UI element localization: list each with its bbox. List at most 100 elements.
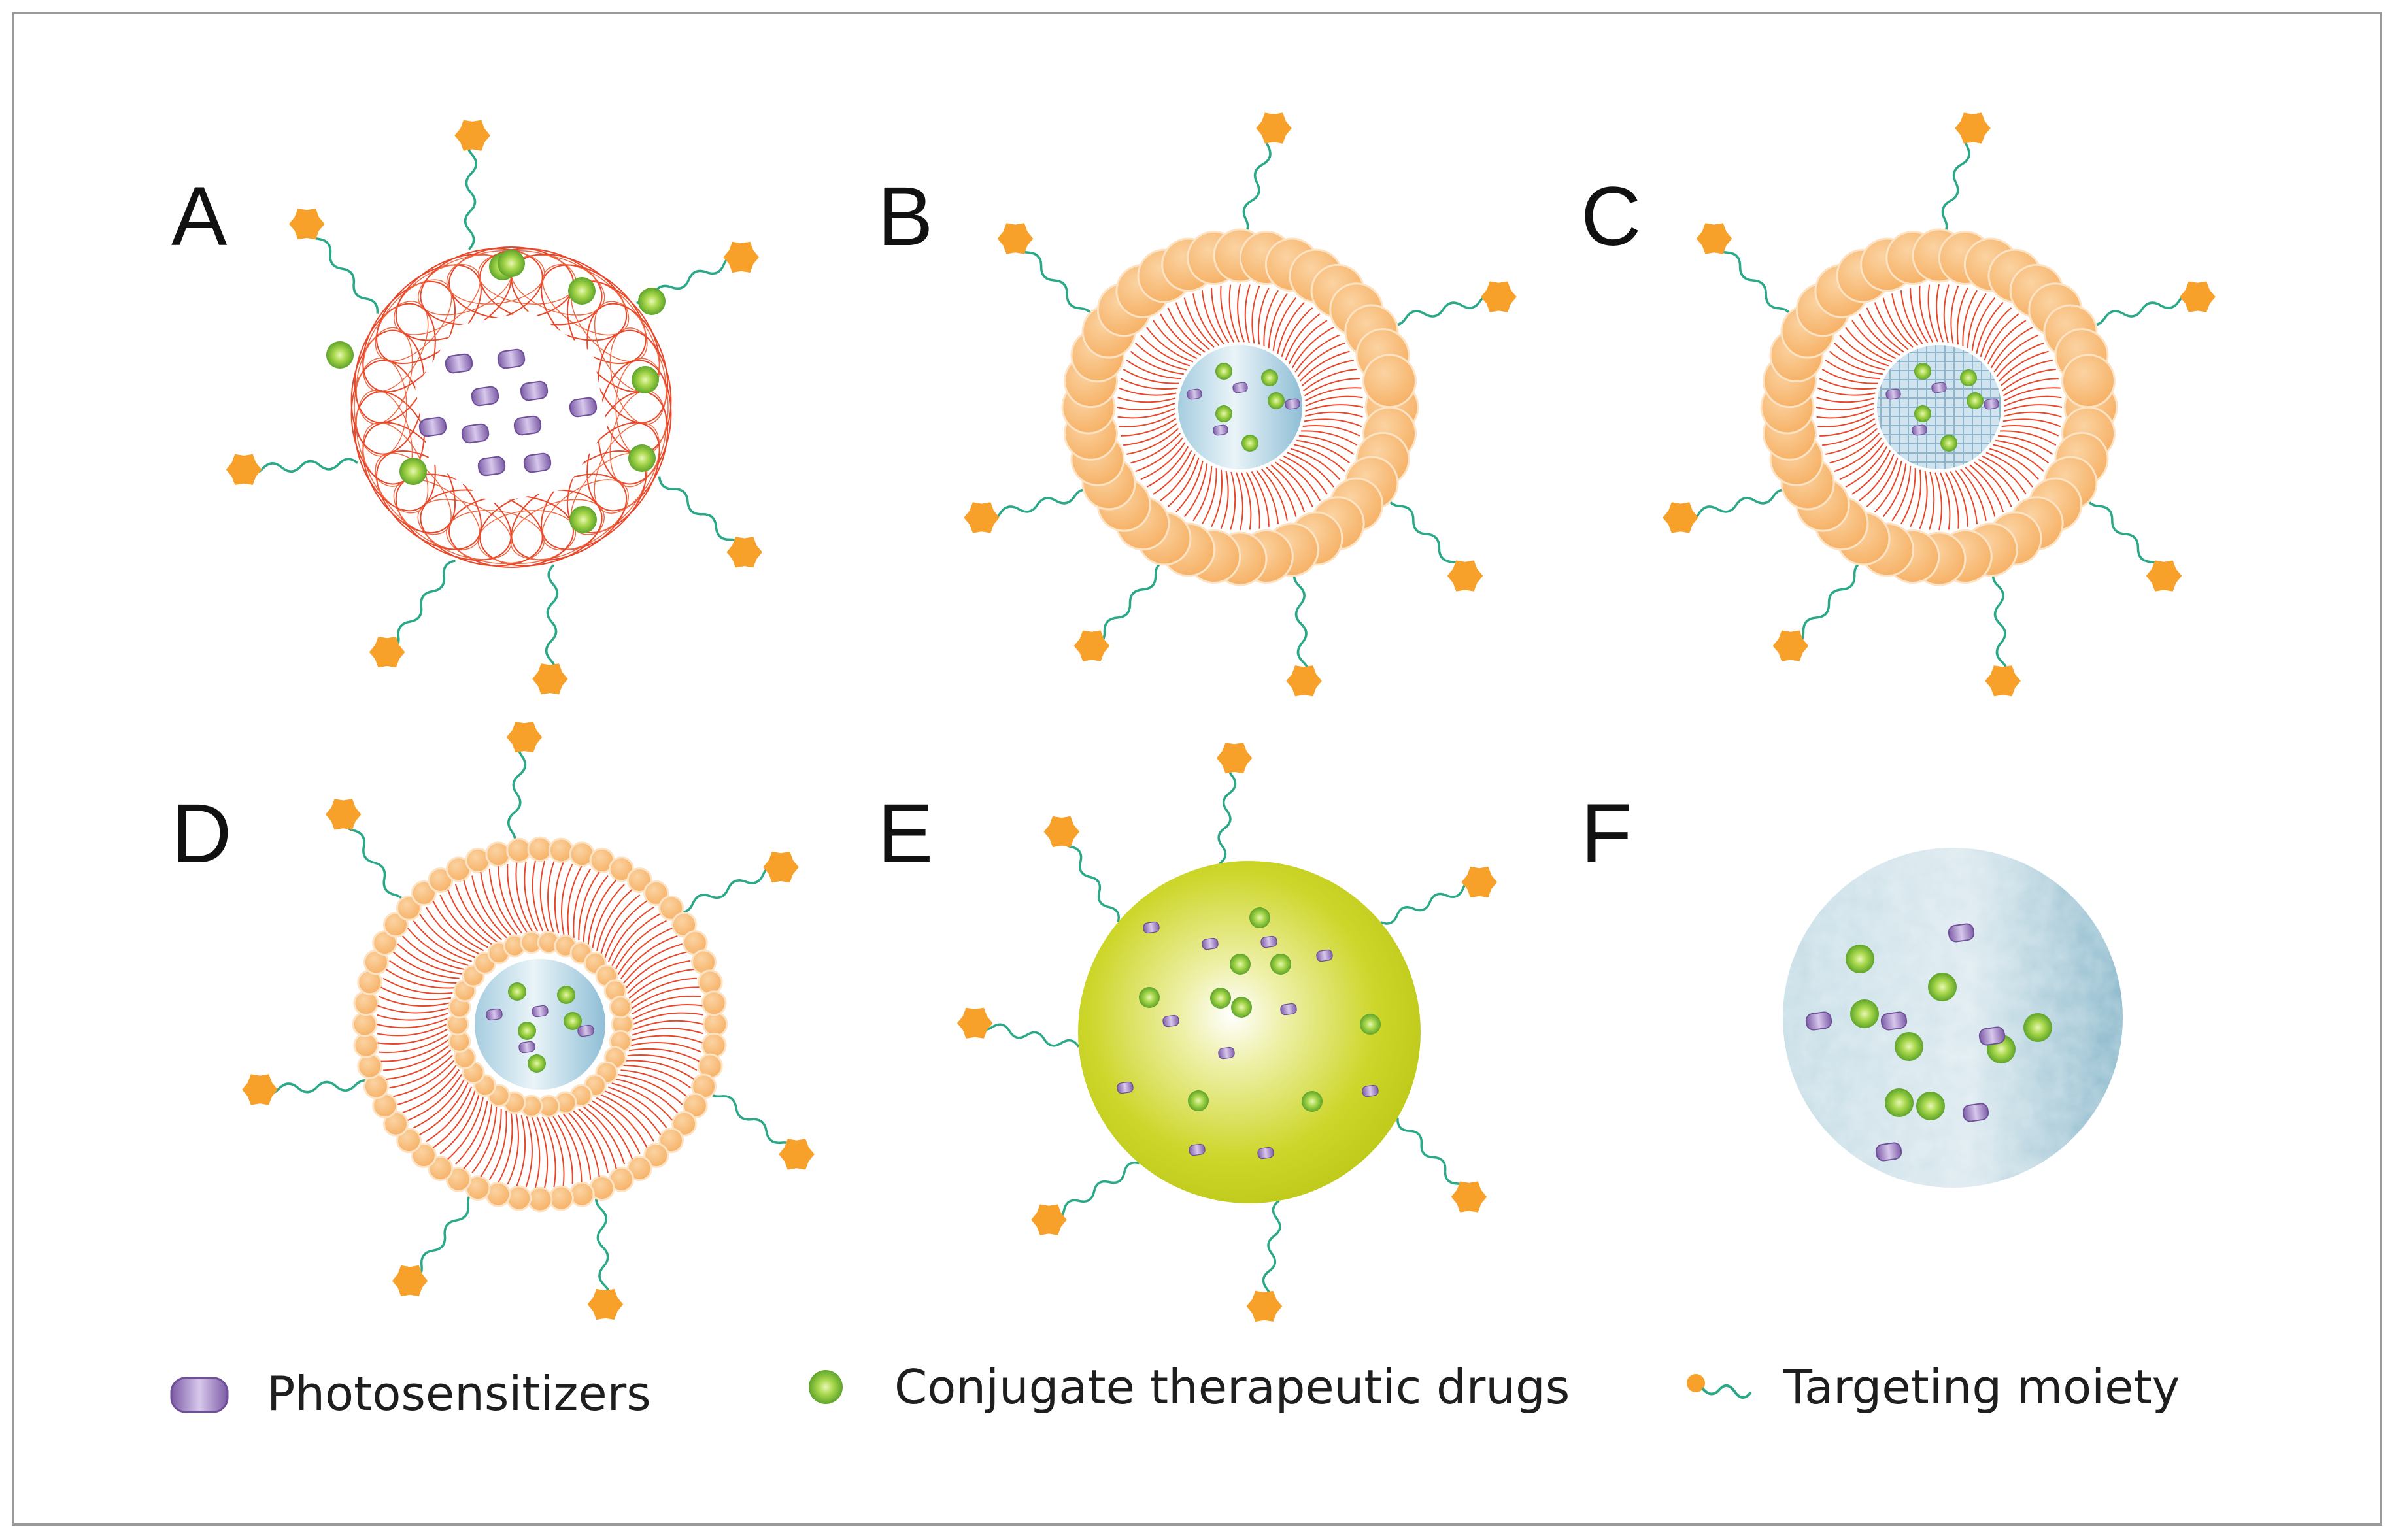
photosensitizer	[1912, 424, 1927, 436]
lipid-head	[702, 1011, 728, 1037]
panel-label-c: C	[1581, 170, 1642, 263]
drug-molecule	[564, 1012, 582, 1030]
photosensitizer	[1875, 1142, 1902, 1162]
lipid-head	[569, 1181, 595, 1207]
peg-linker	[1217, 757, 1237, 865]
drug-molecule	[1270, 954, 1291, 975]
photosensitizer	[1117, 1081, 1134, 1094]
panel-a-polymeric-nanoparticle	[226, 120, 762, 695]
lipid-head	[485, 841, 511, 867]
peg-linker	[2086, 293, 2199, 326]
peg-linker	[1387, 293, 1500, 326]
drug-molecule	[1895, 1032, 1923, 1061]
panel-label-e: E	[877, 787, 934, 880]
photosensitizer	[1978, 1026, 2006, 1046]
legend-drugs-label: Conjugate therapeutic drugs	[894, 1360, 1570, 1414]
solid-matrix	[1078, 861, 1421, 1203]
panel-e-solid-nanoparticle	[956, 743, 1497, 1322]
drug-molecule	[1230, 954, 1251, 975]
peg-linker	[704, 1084, 798, 1155]
photosensitizer	[520, 380, 549, 401]
lipid-head	[353, 1032, 379, 1058]
peg-linker	[1790, 560, 1868, 647]
lipid-head	[701, 1032, 727, 1058]
peg-linker	[1386, 492, 1466, 577]
lipid-head	[697, 969, 723, 996]
lipid-head	[609, 996, 632, 1019]
drug-molecule	[568, 277, 596, 305]
lipid-head	[396, 1128, 422, 1154]
peg-linker	[1049, 1162, 1140, 1222]
photosensitizer	[497, 348, 526, 369]
photosensitizer	[445, 353, 473, 374]
photosensitizer	[486, 1008, 503, 1021]
panel-label-b: B	[877, 170, 934, 263]
peg-linker	[973, 1022, 1080, 1048]
photosensitizer	[1257, 1147, 1274, 1160]
peg-linker	[658, 476, 746, 553]
drug-molecule	[1916, 1092, 1945, 1120]
photosensitizer	[1213, 424, 1228, 436]
drug-molecule	[1210, 988, 1231, 1009]
lipid-head	[643, 1143, 669, 1169]
lipid-head	[428, 1156, 454, 1182]
lipid-head	[701, 990, 727, 1016]
drug-molecule	[1215, 363, 1232, 380]
photosensitizer	[1162, 1014, 1179, 1028]
peg-linker	[595, 1189, 611, 1305]
drug-molecule	[1231, 997, 1252, 1018]
peg-linker	[259, 1079, 375, 1096]
photosensitizer	[471, 386, 499, 407]
lipid-head	[658, 1128, 684, 1154]
peg-linker	[2085, 492, 2165, 577]
drug-molecule	[557, 986, 575, 1004]
panel-label-f: F	[1581, 787, 1632, 880]
drug-molecule	[498, 250, 525, 277]
photosensitizer	[1880, 1011, 1908, 1031]
photosensitizer	[1962, 1103, 1989, 1122]
lipid-head	[658, 895, 684, 921]
peg-linker	[545, 564, 559, 680]
photosensitizer	[1280, 1003, 1297, 1016]
photosensitizer	[477, 456, 506, 477]
panel-b-liposome	[964, 112, 1517, 697]
peg-linker	[507, 736, 527, 852]
drug-molecule	[1241, 435, 1258, 452]
photosensitizer	[1984, 398, 1999, 410]
photosensitizer	[1948, 923, 1975, 943]
lipid-head	[548, 837, 574, 863]
drug-molecule	[1850, 999, 1879, 1028]
drug-molecule	[508, 982, 526, 1001]
lipid-head	[527, 1186, 553, 1213]
drug-molecule	[2023, 1013, 2052, 1042]
aqueous-core	[1877, 345, 2001, 469]
drug-molecule	[326, 341, 354, 369]
lipid-head	[626, 867, 652, 893]
lipid-head	[353, 990, 379, 1016]
photosensitizer	[1285, 398, 1300, 410]
legend-targeting-label: Targeting moiety	[1783, 1360, 2180, 1414]
drug-molecule	[1261, 369, 1278, 386]
drug-molecule	[399, 458, 427, 485]
photosensitizer	[1202, 937, 1219, 950]
photosensitizer	[577, 1024, 594, 1037]
drug-molecule	[1940, 435, 1957, 452]
drug-molecule	[1967, 392, 1984, 409]
drug-molecule	[632, 366, 659, 393]
lipid-head	[2061, 354, 2116, 409]
drug-molecule	[628, 444, 656, 472]
peg-linker	[1292, 566, 1309, 682]
photosensitizer	[1931, 382, 1947, 393]
photosensitizer	[461, 423, 490, 444]
peg-linker	[409, 1188, 480, 1282]
peg-linker	[341, 814, 407, 911]
drug-molecule	[1928, 973, 1957, 1001]
drug-molecule	[1139, 987, 1160, 1008]
peg-linker	[675, 864, 782, 914]
peg-linker	[981, 488, 1094, 522]
panel-f-plain-nanoparticle	[1783, 848, 2123, 1188]
drug-molecule	[1268, 392, 1285, 409]
peg-linker	[1938, 127, 1974, 239]
photosensitizer	[1143, 921, 1160, 934]
lipid-head	[396, 895, 422, 921]
